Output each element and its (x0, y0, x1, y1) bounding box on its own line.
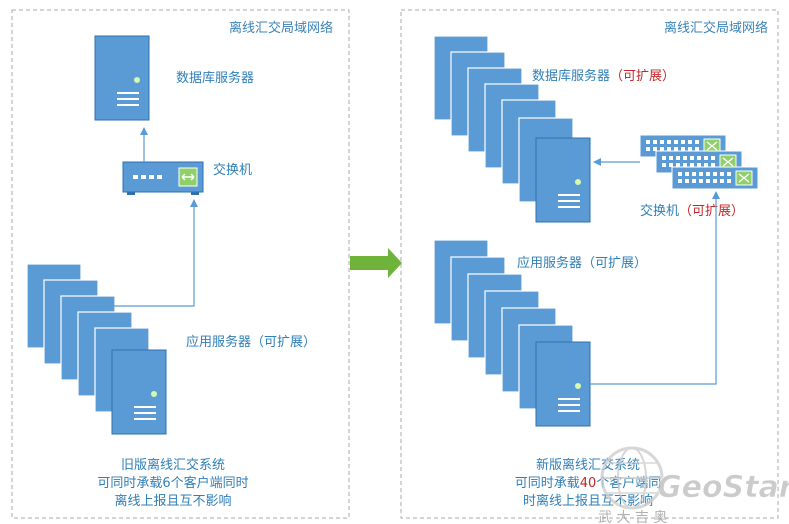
left-switch-icon (122, 161, 204, 195)
left-app-to-switch-line (82, 199, 198, 307)
left-db-label: 数据库服务器 (176, 70, 254, 86)
left-caption-line-3: 离线上报且互不影响 (114, 493, 231, 509)
watermark: GeoStar 武 大 吉 奥 (598, 446, 789, 524)
left-panel-border (11, 9, 350, 519)
watermark-subtext: 武 大 吉 奥 (598, 509, 667, 524)
right-caption-number: 40 (580, 476, 597, 491)
left-app-server-stack (26, 263, 167, 435)
right-db-label-ext: （可扩展） (610, 69, 675, 84)
right-app-to-switch-line (590, 191, 720, 385)
right-switch-label-ext: （可扩展） (679, 204, 744, 219)
left-caption-line-2: 可同时承载6个客户端同时 (97, 475, 248, 491)
watermark-text: GeoStar (657, 470, 789, 505)
left-panel-title: 离线汇交局域网络 (229, 20, 333, 36)
transition-arrow-icon (350, 248, 402, 278)
left-app-label: 应用服务器（可扩展） (186, 334, 316, 350)
right-panel-border (400, 9, 779, 519)
right-panel-title: 离线汇交局域网络 (664, 20, 768, 36)
right-db-server-icon (535, 137, 591, 223)
right-switch-stack-icon (639, 134, 759, 190)
globe-logo-icon (600, 446, 664, 510)
right-switch-label: 交换机（可扩展） (640, 203, 744, 219)
right-app-label: 应用服务器（可扩展） (517, 255, 647, 271)
right-db-server-stack (433, 35, 591, 223)
left-app-server-icon (111, 349, 167, 435)
right-db-label: 数据库服务器（可扩展） (532, 68, 675, 84)
right-app-server-icon (535, 341, 591, 427)
left-caption-line-1: 旧版离线汇交系统 (121, 457, 225, 473)
left-db-server-icon (94, 35, 150, 121)
right-caption-line-1: 新版离线汇交系统 (536, 457, 640, 473)
left-switch-label: 交换机 (213, 162, 252, 178)
